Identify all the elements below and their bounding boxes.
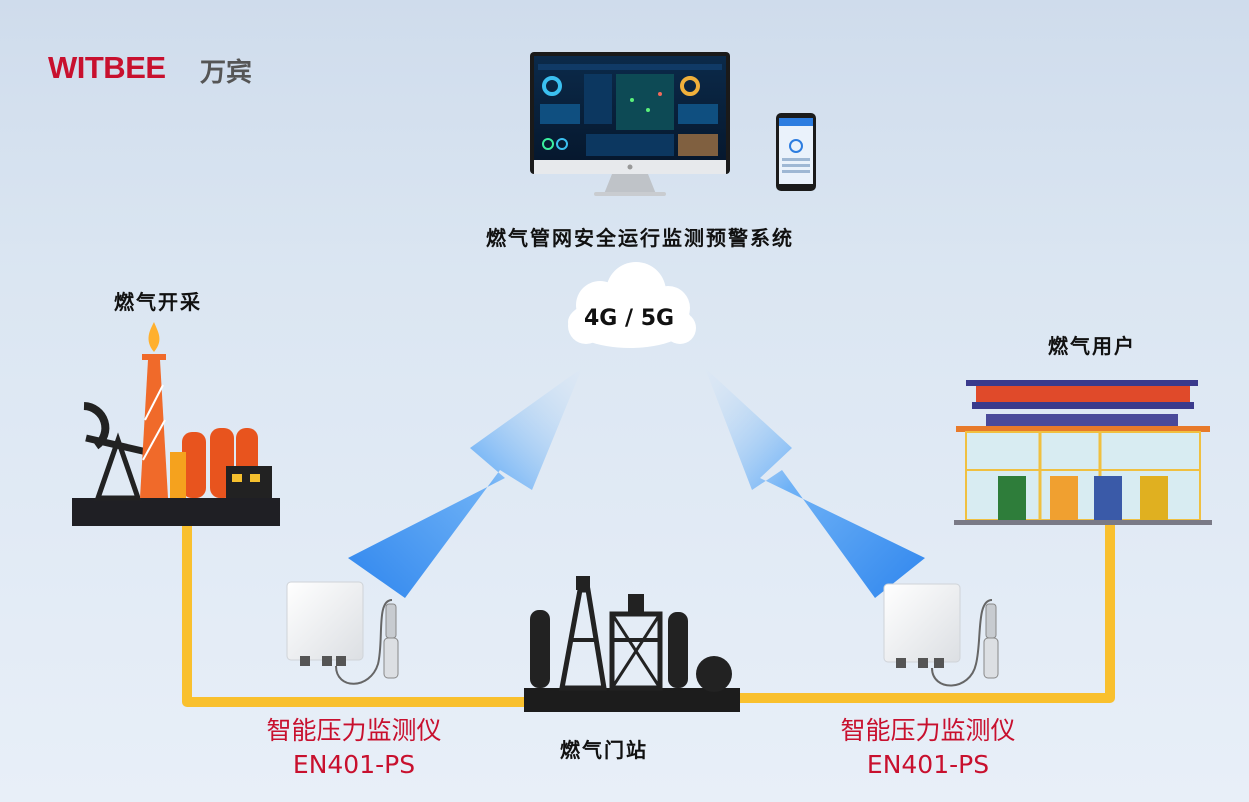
brand-name-cn: 万宾 <box>200 58 253 88</box>
upload-arrow-right <box>705 368 925 598</box>
monitor-icon <box>530 52 730 196</box>
pressure-monitor-left-icon <box>286 581 399 685</box>
pressure-monitor-right-icon <box>883 583 999 687</box>
device-left-label: 智能压力监测仪 EN401-PS <box>234 714 474 782</box>
node-extraction-label: 燃气开采 <box>114 290 202 314</box>
device-right-label: 智能压力监测仪 EN401-PS <box>808 714 1048 782</box>
device-left-model: EN401-PS <box>292 750 416 779</box>
cloud-icon <box>568 262 696 348</box>
device-right-model: EN401-PS <box>866 750 990 779</box>
node-station-label: 燃气门站 <box>560 738 648 762</box>
gas-extraction-icon <box>72 322 280 526</box>
gas-user-icon <box>954 380 1212 525</box>
phone-icon <box>776 113 816 191</box>
brand-logo: WITBEE <box>48 50 166 85</box>
upload-arrow-left <box>348 368 582 598</box>
device-right-name: 智能压力监测仪 <box>840 716 1016 745</box>
system-title: 燃气管网安全运行监测预警系统 <box>486 226 794 250</box>
node-user-label: 燃气用户 <box>1048 334 1136 358</box>
gate-station-icon <box>524 576 740 712</box>
network-label: 4G / 5G <box>584 306 675 331</box>
pipeline <box>182 522 1115 707</box>
device-left-name: 智能压力监测仪 <box>266 716 442 745</box>
